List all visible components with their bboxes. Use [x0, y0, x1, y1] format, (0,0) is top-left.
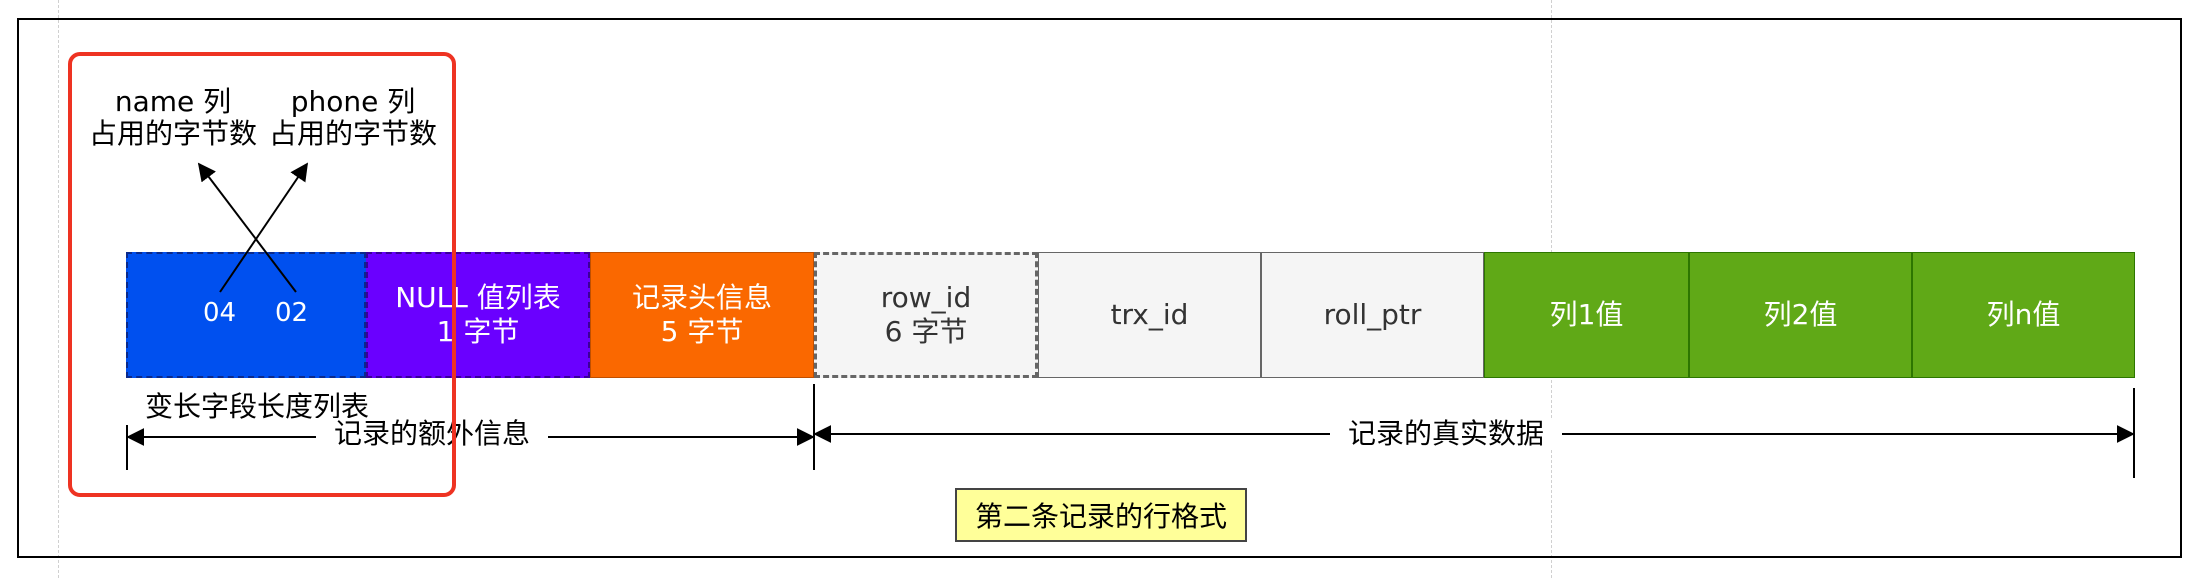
field-column-1-value: 列1值 — [1484, 252, 1689, 378]
field-column-n-value: 列n值 — [1912, 252, 2135, 378]
extra-info-label: 记录的额外信息 — [316, 418, 549, 450]
diagram-frame — [17, 18, 2182, 558]
real-data-label: 记录的真实数据 — [1330, 418, 1563, 450]
name-length-byte: 04 — [203, 298, 237, 328]
field-row-id: row_id 6 字节 — [814, 252, 1038, 378]
field-roll-ptr: roll_ptr — [1261, 252, 1484, 378]
arrow-02-to-name — [197, 162, 297, 293]
phone-length-byte: 02 — [275, 298, 309, 328]
guide-line-left — [58, 0, 59, 578]
field-null-list: NULL 值列表 1 字节 — [366, 252, 590, 378]
arrow-04-to-phone — [219, 162, 309, 293]
field-trx-id: trx_id — [1038, 252, 1261, 378]
field-column-2-value: 列2值 — [1689, 252, 1912, 378]
variable-length-list-label: 变长字段长度列表 — [145, 390, 370, 423]
highlight-box — [68, 52, 456, 497]
phone-column-bytes-label: phone 列 占用的字节数 — [268, 85, 437, 150]
field-record-header: 记录头信息 5 字节 — [590, 252, 814, 378]
name-column-bytes-label: name 列 占用的字节数 — [88, 85, 257, 150]
diagram-caption: 第二条记录的行格式 — [955, 488, 1247, 542]
